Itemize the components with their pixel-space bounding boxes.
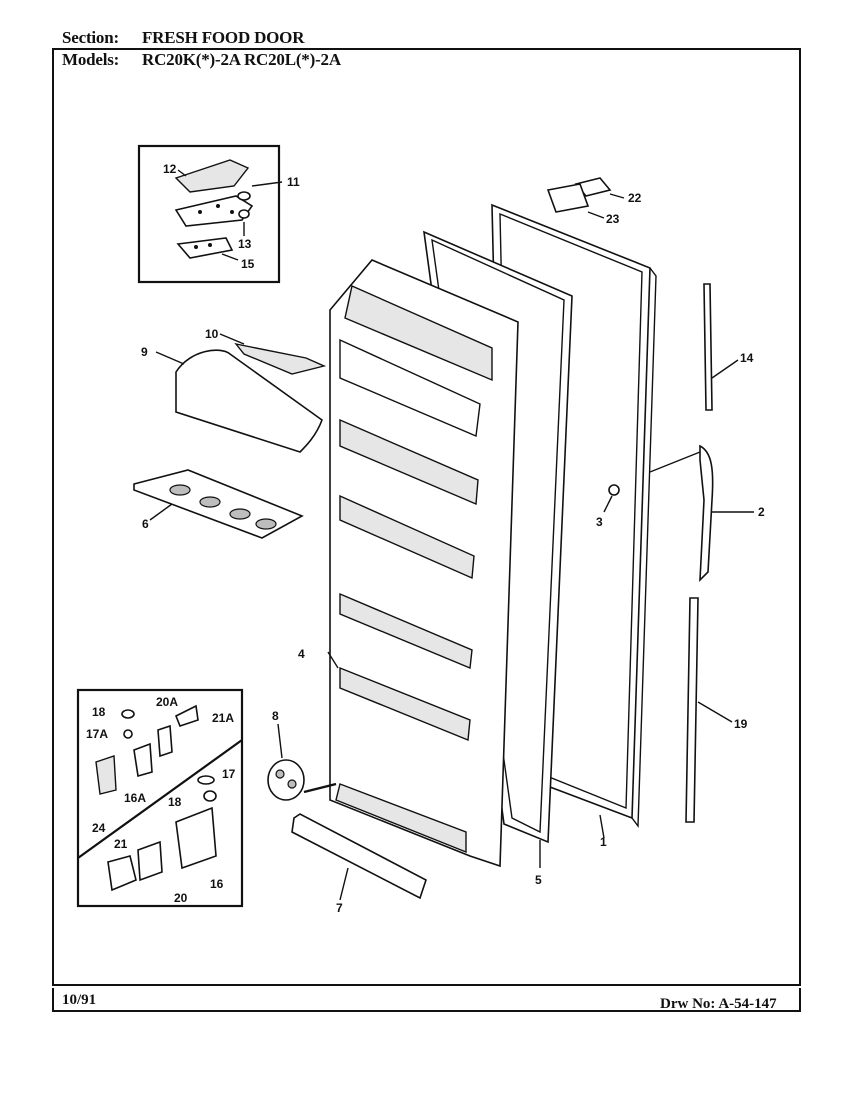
part-label-16: 16 bbox=[210, 877, 224, 891]
part-label-15: 15 bbox=[241, 257, 255, 271]
part-label-17: 17 bbox=[222, 767, 236, 781]
part-label-17a: 17A bbox=[86, 727, 108, 741]
top-hinge-inset: 12 11 13 15 bbox=[137, 144, 300, 284]
part-label-8: 8 bbox=[272, 709, 279, 723]
part-label-19: 19 bbox=[734, 717, 748, 731]
part-label-24: 24 bbox=[92, 821, 106, 835]
dairy-compartment: 9 10 6 bbox=[133, 327, 327, 539]
section-title: FRESH FOOD DOOR bbox=[142, 28, 305, 47]
part-label-13: 13 bbox=[238, 237, 252, 251]
handle-assembly: 14 2 19 3 bbox=[596, 283, 765, 823]
footer-bar bbox=[52, 988, 801, 1012]
lower-parts: 8 7 bbox=[267, 709, 427, 915]
models-label: Models: bbox=[62, 50, 120, 69]
hinge-shim-part bbox=[176, 237, 234, 259]
part-label-5: 5 bbox=[535, 873, 542, 887]
part-label-2: 2 bbox=[758, 505, 765, 519]
part-label-22: 22 bbox=[628, 191, 642, 205]
part-label-21a: 21A bbox=[212, 711, 234, 725]
trim-parts: 22 23 bbox=[546, 177, 642, 226]
part-label-23: 23 bbox=[606, 212, 620, 226]
part-label-12: 12 bbox=[163, 162, 177, 176]
part-label-20a: 20A bbox=[156, 695, 178, 709]
part-label-7: 7 bbox=[336, 901, 343, 915]
part-label-21: 21 bbox=[114, 837, 128, 851]
door-liner: 4 bbox=[298, 259, 519, 868]
part-label-16a: 16A bbox=[124, 791, 146, 805]
bottom-hinge-inset: 18 20A 21A 17A 16A 17 18 24 21 16 20 bbox=[76, 688, 244, 908]
revision-date: 10/91 bbox=[62, 992, 97, 1008]
part-label-10: 10 bbox=[205, 327, 219, 341]
part-label-9: 9 bbox=[141, 345, 148, 359]
part-label-11: 11 bbox=[287, 175, 300, 189]
section-label: Section: bbox=[62, 28, 119, 47]
models-value: RC20K(*)-2A RC20L(*)-2A bbox=[142, 50, 341, 69]
part-label-20: 20 bbox=[174, 891, 188, 905]
diagram-frame bbox=[52, 48, 801, 986]
part-label-4: 4 bbox=[298, 647, 305, 661]
part-label-18-top: 18 bbox=[92, 705, 106, 719]
part-label-14: 14 bbox=[740, 351, 754, 365]
drawing-number: Drw No: A-54-147 bbox=[660, 996, 777, 1012]
part-label-18-bottom: 18 bbox=[168, 795, 182, 809]
part-label-3: 3 bbox=[596, 515, 603, 529]
hinge-cover-part bbox=[174, 159, 250, 193]
part-label-6: 6 bbox=[142, 517, 149, 531]
part-label-1: 1 bbox=[600, 835, 607, 849]
